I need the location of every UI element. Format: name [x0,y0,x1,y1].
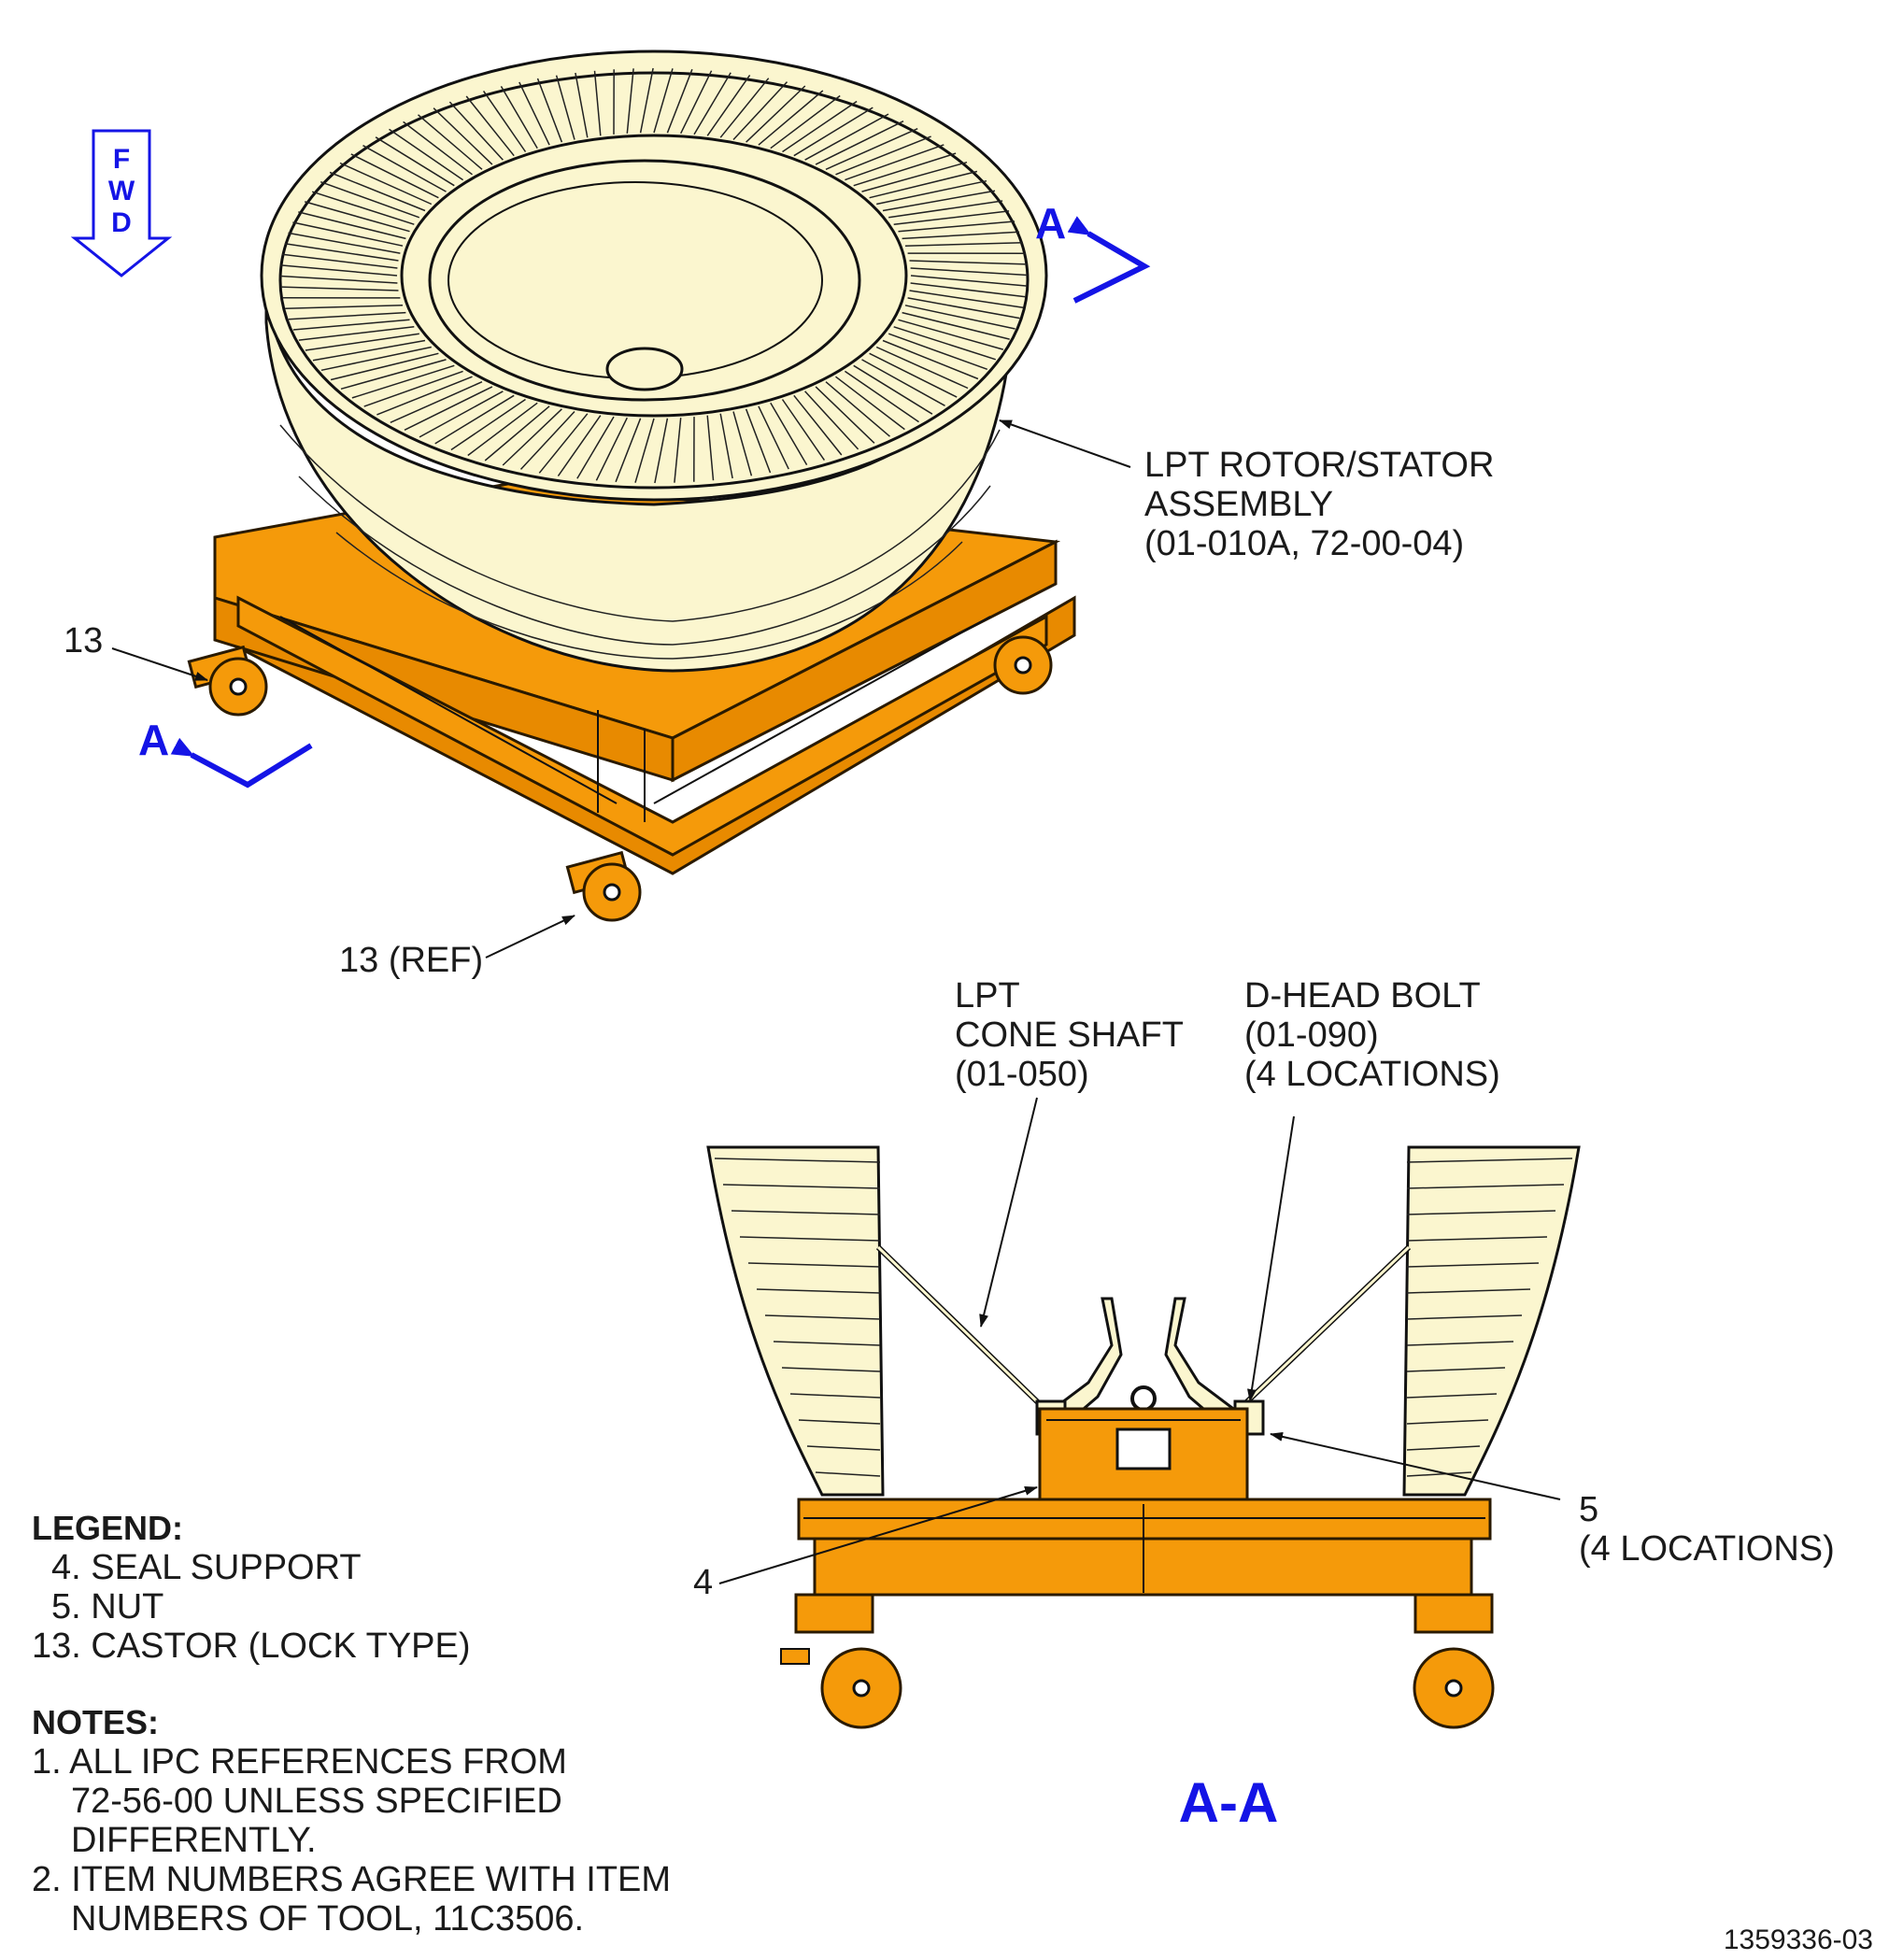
leader-lpt-assembly [999,419,1131,468]
note-1-line2: 72-56-00 UNLESS SPECIFIED [71,1782,562,1821]
leader-dhead-bolt [1247,1115,1295,1402]
section-title: A-A [1179,1771,1279,1834]
cart-fixture-section [780,1407,1495,1729]
isometric-view: LPT ROTOR/STATOR ASSEMBLY (01-010A, 72-0… [64,50,1494,980]
note-1-line3: DIFFERENTLY. [71,1821,317,1860]
lpt-rotor-stator-assembly-iso [260,50,1048,673]
leader-cone-shaft [979,1097,1038,1328]
notes-block: NOTES: 1. ALL IPC REFERENCES FROM 72-56-… [32,1703,671,1939]
section-marker-left-label: A [138,716,169,764]
section-marker-left: A [138,716,313,788]
castor-front-right [993,635,1053,695]
callout-nut-line1: 5 [1579,1490,1598,1529]
note-2-line1: 2. ITEM NUMBERS AGREE WITH ITEM [32,1860,671,1899]
castor-front-center [565,850,642,922]
callout-lpt-assembly-line1: LPT ROTOR/STATOR [1144,446,1494,485]
figure-number: 1359336-03 [1724,1924,1873,1955]
callout-dhead-bolt-line3: (4 LOCATIONS) [1244,1055,1500,1094]
section-marker-right-label: A [1035,199,1066,248]
callout-cone-shaft-line1: LPT [955,976,1020,1016]
callout-dhead-bolt-line2: (01-090) [1244,1016,1379,1055]
blade-stack-right [1402,1145,1581,1497]
callout-lpt-assembly-line3: (01-010A, 72-00-04) [1144,524,1464,563]
callout-nut-line2: (4 LOCATIONS) [1579,1529,1835,1569]
note-1-line1: 1. ALL IPC REFERENCES FROM [32,1742,567,1782]
note-2-line2: NUMBERS OF TOOL, 11C3506. [71,1899,584,1939]
callout-cone-shaft-line2: CONE SHAFT [955,1016,1184,1055]
castor-section-right [1413,1647,1495,1729]
legend-item-4: 4. SEAL SUPPORT [51,1548,362,1587]
callout-seal-support: 4 [693,1563,713,1602]
legend-title: LEGEND: [32,1509,183,1547]
leader-nut [1270,1431,1561,1500]
section-view-a-a: LPT CONE SHAFT (01-050) D-HEAD BOLT (01-… [693,976,1835,1834]
callout-cone-shaft-line3: (01-050) [955,1055,1089,1094]
fwd-letter-f: F [113,144,130,175]
callout-castor: 13 [64,621,103,660]
callout-dhead-bolt-line1: D-HEAD BOLT [1244,976,1481,1016]
leader-castor [111,647,208,681]
leader-seal-support [718,1485,1038,1584]
legend-item-13: 13. CASTOR (LOCK TYPE) [32,1626,471,1666]
legend-block: LEGEND: 4. SEAL SUPPORT 5. NUT 13. CASTO… [32,1509,471,1666]
callout-castor-ref: 13 (REF) [339,941,483,980]
legend-item-5: 5. NUT [51,1587,163,1626]
leader-castor-ref [485,915,575,959]
notes-title: NOTES: [32,1703,159,1741]
callout-lpt-assembly-line2: ASSEMBLY [1144,485,1333,524]
section-marker-right: A [1035,199,1151,304]
blade-stack-left [706,1145,885,1497]
fwd-arrow-icon: F W D [70,129,173,277]
fwd-letter-d: D [111,207,132,238]
cone-shaft-links [875,1244,1412,1427]
castor-section-left [780,1647,902,1729]
fwd-letter-w: W [108,176,135,206]
